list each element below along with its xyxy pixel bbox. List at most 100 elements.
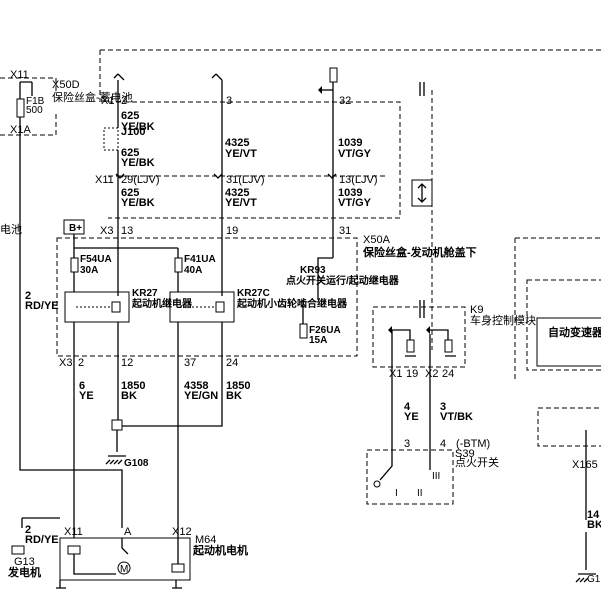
lower-wire-4-color: BK <box>226 390 242 402</box>
splice-box <box>111 419 123 431</box>
relay-kr27c-id: KR27C <box>237 288 270 299</box>
starter-solenoid-2 <box>171 563 185 573</box>
mid-wire-2-color: YE/VT <box>225 197 257 209</box>
engine-box-bottom-pin-1: 2 <box>78 357 84 369</box>
battery-label: 电池 <box>0 223 22 236</box>
fuse-f41ua-rating: 40A <box>184 265 202 276</box>
lower-wire-labels: 6 YE 1850 BK 4358 YE/GN 1850 BK <box>73 356 250 538</box>
starter-motor-icon <box>117 561 131 575</box>
right-wire-color: BK <box>587 519 601 531</box>
top-arrow-icon <box>318 86 322 94</box>
upper-wire-3-color: VT/GY <box>338 148 372 160</box>
middle-wire-labels: 625 YE/BK 4325 YE/VT 1039 VT/GY <box>121 187 372 209</box>
ground-g108: G108 <box>105 419 149 469</box>
top-fuse-symbol <box>329 67 338 83</box>
lower-wire-1-color: YE <box>79 390 94 402</box>
lower-wire-3-color: YE/GN <box>184 390 218 402</box>
relay-kr93-id: KR93 <box>300 265 326 276</box>
ign-switch-title: 点火开关 <box>455 455 499 469</box>
jumper-j100: J100 625 YE/BK <box>103 126 155 169</box>
tcm-title: 自动变速器模块 <box>548 325 601 339</box>
left-wire: 2 RD/YE <box>25 290 59 312</box>
bcm-resistor-1 <box>406 339 415 353</box>
fuse-f26ua-symbol <box>299 323 308 339</box>
fuse-f41ua-id: F41UA <box>184 254 216 265</box>
left-wire-number: 2 <box>25 290 31 302</box>
engine-box-bottom-pin-4: 24 <box>226 357 238 369</box>
bcm-outline <box>372 306 466 368</box>
relay-kr27-id: KR27 <box>132 288 158 299</box>
jumper-wire-color: YE/BK <box>121 157 155 169</box>
right-lower-box <box>537 407 601 447</box>
starter-pin-a: A <box>124 526 132 538</box>
ign-wire-2-color: VT/BK <box>440 411 473 423</box>
engine-box-connector-top: X3 <box>100 225 113 237</box>
fuse-block-connector: X50D <box>52 79 80 91</box>
starter-conn-a: X11 <box>64 526 83 538</box>
relay-kr27-box <box>64 291 130 323</box>
upper-wire-labels: 625 YE/BK 4325 YE/VT 1039 VT/GY <box>121 110 372 160</box>
right-panel-box <box>526 279 601 371</box>
starter-outline <box>59 537 191 581</box>
engine-box-pin-b: 19 <box>226 225 238 237</box>
fuse-f26ua-rating: 15A <box>309 335 327 346</box>
lower-wire-2-color: BK <box>121 390 137 402</box>
ign-wire-2-number: 3 <box>440 401 446 413</box>
b-plus-label: B+ <box>69 223 82 234</box>
top-connector-pin-b: 3 <box>226 95 232 107</box>
upper-wire-2-color: YE/VT <box>225 148 257 160</box>
tcm-box <box>536 317 601 367</box>
mid-wire-1-number: 625 <box>121 187 139 199</box>
engine-box-bottom-pin-2: 12 <box>121 357 133 369</box>
engine-box-pin-c: 31 <box>339 225 351 237</box>
ignition-wires: 4 YE 3 VT/BK <box>404 401 473 423</box>
battery-fuse-block: X11 X50D 保险丝盒-蓄电池 F1B 500 X1A 电池 <box>0 69 133 528</box>
body-control-module: K9 车身控制模块 X1 19 X2 24 <box>372 82 536 448</box>
right-connector: X165 <box>572 459 598 471</box>
ground-label: G108 <box>124 458 149 469</box>
engine-box-title: 保险丝盒-发动机舱盖下 <box>362 245 477 259</box>
main-fuse-symbol <box>16 98 25 118</box>
ign-switch-outline <box>366 449 454 505</box>
top-connector-x1: X1 2 3 32 <box>101 67 351 107</box>
bcm-resistor-2 <box>444 339 453 353</box>
right-wire-number: 14 <box>587 509 600 521</box>
engine-box-bottom-pin-3: 37 <box>184 357 196 369</box>
bcm-conn-b: X2 <box>425 368 438 380</box>
generator-name: G13 <box>14 556 35 568</box>
jumper-name: J100 <box>121 126 145 138</box>
starter-name: M64 <box>195 534 216 546</box>
fuse-f54ua-symbol <box>70 257 79 273</box>
bcm-pin-a: 19 <box>406 368 418 380</box>
fuse-f54ua-id: F54UA <box>80 254 112 265</box>
engine-fuse-box: X3 13 19 31 X50A 保险丝盒-发动机舱盖下 F54UA 30A F… <box>56 222 477 357</box>
relay-kr27c-coil <box>215 301 225 313</box>
generator: G13 发电机 <box>7 545 41 579</box>
fuse-block-lower-connector: X1A <box>10 124 31 136</box>
engine-fuse-box-outline <box>56 237 358 357</box>
ign-switch-pos-2: II <box>417 488 423 499</box>
ign-switch-pos-3: III <box>432 471 440 482</box>
fuse-f26ua-id: F26UA <box>309 325 341 336</box>
starter-motor: 2 RD/YE X11 A X12 M64 起动机电机 M <box>21 517 248 589</box>
starter-conn-b: X12 <box>172 526 192 538</box>
inline-connector-x11: X11 29(LJV) 31(LJV) 13(LJV) <box>95 173 386 186</box>
lower-wire-3-number: 4358 <box>184 380 208 392</box>
relay-kr93-name: 点火开关运行/起动继电器 <box>286 274 400 287</box>
ignition-switch: 3 4 (-BTM) S39 点火开关 I II III <box>366 438 499 505</box>
starter-motor-m: M <box>120 564 128 575</box>
ign-switch-connector: (-BTM) <box>456 438 490 450</box>
engine-box-bottom-pins: X3 2 12 37 24 <box>59 357 238 369</box>
top-connector-name: X1 <box>101 95 114 107</box>
upper-wire-1-number: 625 <box>121 110 139 122</box>
generator-title: 发电机 <box>7 565 41 579</box>
ign-wire-1-color: YE <box>404 411 419 423</box>
bcm-conn-a: X1 <box>389 368 402 380</box>
upper-wire-2-number: 4325 <box>225 137 249 149</box>
bcm-pin-b: 24 <box>442 368 454 380</box>
jumper-box <box>103 127 119 151</box>
inline-connector-pin-a: 29(LJV) <box>121 174 160 186</box>
bcm-arrow-2-icon <box>426 326 430 334</box>
engine-box-connector-name: X50A <box>363 234 391 246</box>
